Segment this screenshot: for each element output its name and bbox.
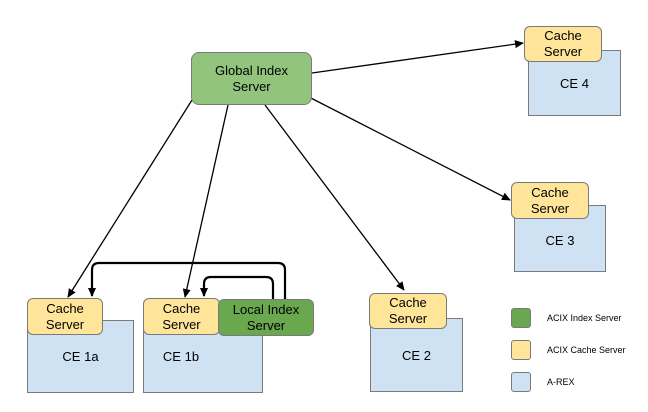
cache-line1: Cache [544, 28, 582, 43]
ce2-cache-server: Cache Server [369, 293, 447, 329]
ce1b-cache-server: Cache Server [143, 298, 220, 335]
ce3-label: CE 3 [545, 233, 575, 248]
cache-line2: Server [543, 44, 583, 59]
legend-label-cache-server: ACIX Cache Server [547, 345, 626, 355]
cache-line1: Cache [162, 300, 201, 316]
arrow-local-to-ce1b-cache [200, 275, 275, 300]
arrow-local-to-ce1a-cache [88, 261, 287, 300]
global-index-server-line1: Global Index [215, 62, 288, 78]
arrow-global-to-ce4 [311, 40, 524, 74]
ce3-cache-server: Cache Server [511, 182, 589, 219]
ce1a-label: CE 1a [62, 349, 99, 364]
local-index-server: Local Index Server [218, 299, 314, 336]
arrow-global-to-ce1a [67, 99, 193, 298]
cache-line2: Server [45, 316, 85, 332]
ce1a-cache-server: Cache Server [27, 298, 103, 335]
local-index-server-line2: Server [246, 317, 286, 333]
legend-label-arex: A-REX [547, 377, 575, 387]
cache-line1: Cache [46, 300, 84, 316]
arrow-global-to-ce2 [264, 104, 405, 291]
arrow-global-to-ce3 [304, 94, 511, 201]
cache-line2: Server [162, 316, 201, 332]
legend-swatch-index-server [511, 308, 531, 328]
arrow-global-to-ce1b [182, 104, 229, 298]
cache-line1: Cache [531, 184, 569, 200]
cache-line1: Cache [389, 295, 427, 310]
global-index-server: Global Index Server [191, 52, 312, 105]
legend-swatch-cache-server [511, 340, 531, 360]
legend-label-index-server: ACIX Index Server [547, 313, 622, 323]
ce4-label: CE 4 [560, 76, 589, 91]
global-index-server-line2: Server [232, 78, 271, 94]
ce2-label: CE 2 [402, 348, 431, 363]
ce1b-label: CE 1b [162, 349, 200, 364]
cache-line2: Server [388, 311, 428, 326]
cache-line2: Server [530, 200, 570, 216]
ce4-cache-server: Cache Server [524, 26, 602, 62]
ce2-box: CE 2 [370, 318, 463, 392]
legend: ACIX Index Server ACIX Cache Server A-RE… [511, 308, 641, 394]
local-index-server-line1: Local Index [232, 301, 300, 317]
legend-swatch-arex [511, 372, 531, 392]
